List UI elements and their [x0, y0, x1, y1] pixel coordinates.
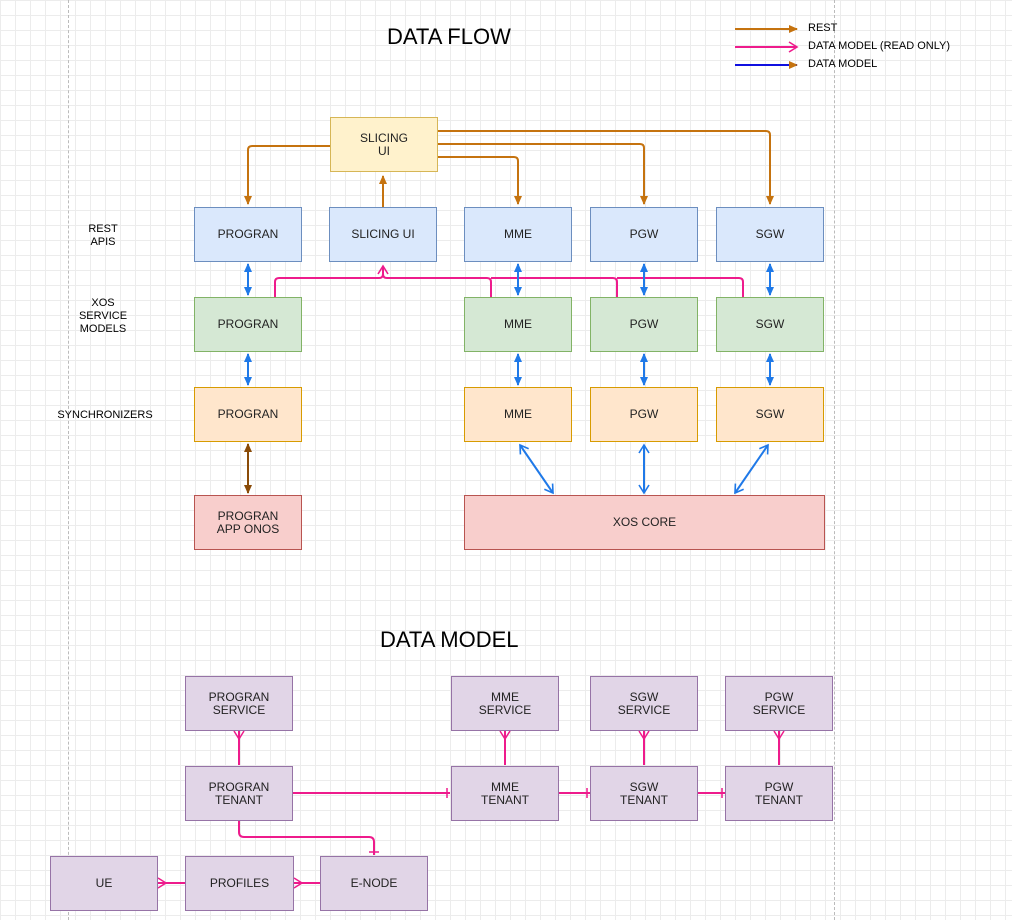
mme-sync-core: [519, 443, 554, 495]
model-progran-box[interactable]: PROGRAN: [194, 297, 302, 352]
profiles-label: PROFILES: [209, 876, 270, 890]
mme-tenant-box[interactable]: MME TENANT: [451, 766, 559, 821]
rest-mme-box[interactable]: MME: [464, 207, 572, 262]
sync-pgw-label: PGW: [629, 407, 659, 421]
sync-progran-label: PROGRAN: [217, 407, 279, 421]
e-node-box[interactable]: E-NODE: [320, 856, 428, 911]
ro-from-sgw: [617, 277, 744, 298]
data-model-title: DATA MODEL: [380, 627, 519, 652]
data-flow-title: DATA FLOW: [387, 24, 511, 49]
rest-progran-box[interactable]: PROGRAN: [194, 207, 302, 262]
read-only-connectors: [274, 264, 744, 298]
sgw-service-label: SGW SERVICE: [617, 689, 671, 717]
xos-core-label: XOS CORE: [612, 515, 677, 529]
sgw-tenant-box[interactable]: SGW TENANT: [590, 766, 698, 821]
progran-tenant-label: PROGRAN TENANT: [208, 779, 270, 807]
data-model-relations: [158, 731, 779, 883]
rest-pgw-label: PGW: [629, 227, 659, 241]
model-sgw-label: SGW: [755, 317, 785, 331]
mme-service-label: MME SERVICE: [478, 689, 532, 717]
mme-service-box[interactable]: MME SERVICE: [451, 676, 559, 731]
rest-to-sgw: [437, 130, 774, 205]
legend-read-only-label: DATA MODEL (READ ONLY): [808, 40, 951, 52]
sgw-tenant-label: SGW TENANT: [620, 779, 668, 807]
pgw-service-label: PGW SERVICE: [752, 689, 806, 717]
progran-service-label: PROGRAN SERVICE: [208, 689, 270, 717]
ue-label: UE: [95, 876, 113, 890]
progran-app-onos-box[interactable]: PROGRAN APP ONOS: [194, 495, 302, 550]
sgw-sync-core: [734, 443, 769, 495]
model-pgw-label: PGW: [629, 317, 659, 331]
progran-service-box[interactable]: PROGRAN SERVICE: [185, 676, 293, 731]
page-boundary-left: [68, 0, 69, 920]
model-mme-box[interactable]: MME: [464, 297, 572, 352]
model-sgw-box[interactable]: SGW: [716, 297, 824, 352]
e-node-label: E-NODE: [350, 876, 398, 890]
rest-mme-label: MME: [504, 227, 532, 241]
rest-sgw-box[interactable]: SGW: [716, 207, 824, 262]
sync-mme-box[interactable]: MME: [464, 387, 572, 442]
progran-app-onos-label: PROGRAN APP ONOS: [216, 508, 280, 536]
rest-slicing-ui-box[interactable]: SLICING UI: [329, 207, 437, 262]
page-boundary-right: [834, 0, 835, 920]
ue-box[interactable]: UE: [50, 856, 158, 911]
sync-sgw-label: SGW: [755, 407, 785, 421]
rest-sgw-label: SGW: [755, 227, 785, 241]
row-label-xos-service-models: XOS SERVICE MODELS: [78, 297, 128, 335]
rest-slicing-ui-label: SLICING UI: [351, 227, 415, 241]
rest-pgw-box[interactable]: PGW: [590, 207, 698, 262]
ro-from-pgw: [491, 277, 618, 298]
rest-connectors: [244, 130, 774, 207]
rest-to-mme: [437, 156, 522, 205]
legend-data-model-label: DATA MODEL: [808, 58, 878, 70]
xos-core-box[interactable]: XOS CORE: [464, 495, 825, 550]
progran-tenant-to-enode: [238, 820, 379, 855]
ro-from-progran: [274, 264, 389, 298]
pgw-tenant-label: PGW TENANT: [755, 779, 803, 807]
rest-to-pgw: [437, 143, 648, 205]
model-progran-label: PROGRAN: [217, 317, 279, 331]
row-label-synchronizers: SYNCHRONIZERS: [57, 409, 153, 421]
sync-mme-label: MME: [504, 407, 532, 421]
data-model-connectors: [244, 263, 774, 495]
sync-sgw-box[interactable]: SGW: [716, 387, 824, 442]
model-mme-label: MME: [504, 317, 532, 331]
rest-to-progran: [244, 145, 330, 205]
row-label-rest-apis: REST APIS: [88, 223, 118, 248]
legend-lines: [735, 25, 799, 69]
sync-pgw-box[interactable]: PGW: [590, 387, 698, 442]
sgw-service-box[interactable]: SGW SERVICE: [590, 676, 698, 731]
rest-progran-label: PROGRAN: [217, 227, 279, 241]
sync-progran-box[interactable]: PROGRAN: [194, 387, 302, 442]
mme-tenant-label: MME TENANT: [481, 779, 529, 807]
slicing-ui-top-label: SLICING UI: [359, 130, 408, 158]
progran-tenant-box[interactable]: PROGRAN TENANT: [185, 766, 293, 821]
profiles-box[interactable]: PROFILES: [185, 856, 294, 911]
ro-from-mme: [382, 273, 492, 298]
pgw-service-box[interactable]: PGW SERVICE: [725, 676, 833, 731]
legend-rest-label: REST: [808, 22, 838, 34]
slicing-ui-top-box[interactable]: SLICING UI: [330, 117, 438, 172]
pgw-tenant-box[interactable]: PGW TENANT: [725, 766, 833, 821]
model-pgw-box[interactable]: PGW: [590, 297, 698, 352]
